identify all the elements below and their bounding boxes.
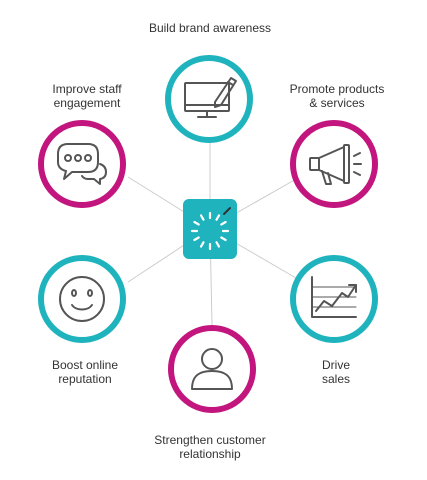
speech-bubbles-icon: [57, 143, 107, 185]
megaphone-icon: [309, 144, 362, 185]
monitor-pencil-icon: [184, 77, 237, 118]
goal-label-boost-online-reputation: Boost online reputation: [51, 358, 119, 386]
goal-label-improve-staff-engagement: Improve staff engagement: [52, 82, 122, 110]
circular-logo-icon: [190, 207, 231, 251]
goal-label-build-brand-awareness: Build brand awareness: [148, 21, 272, 35]
goal-label-drive-sales: Drive sales: [321, 358, 350, 386]
goal-strengthen-customer-relationship: [168, 325, 256, 413]
goal-label-strengthen-customer-relationship: Strengthen customer relationship: [154, 433, 266, 461]
person-icon: [191, 348, 233, 390]
goal-label-promote-products-services: Promote products & services: [289, 82, 385, 110]
goal-improve-staff-engagement: [38, 120, 126, 208]
smiley-face-icon: [59, 276, 105, 322]
goal-promote-products-services: [290, 120, 378, 208]
goal-drive-sales: [290, 255, 378, 343]
goal-boost-online-reputation: [38, 255, 126, 343]
rising-chart-icon: [311, 276, 357, 318]
goal-build-brand-awareness: [165, 55, 253, 143]
central-logo: [183, 199, 237, 259]
